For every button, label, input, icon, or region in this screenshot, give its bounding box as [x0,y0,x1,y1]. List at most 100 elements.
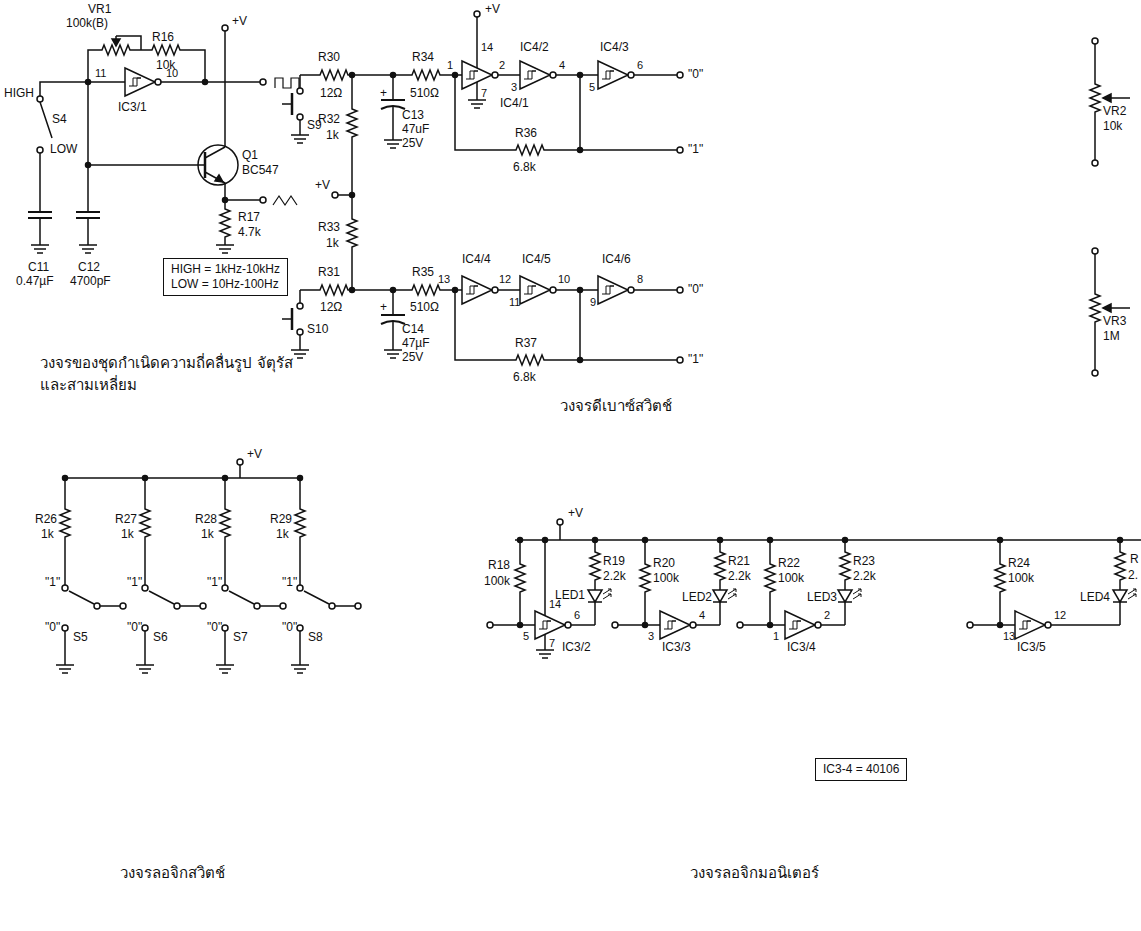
component-label: +V [232,14,247,28]
component-label: 100k [484,574,510,588]
pin-number: 10 [166,66,178,80]
component-symbol [408,285,444,295]
component-label: LED4 [1080,590,1110,604]
component-label: 1k [326,236,339,250]
component-symbol [1113,589,1136,602]
logic-monitor-circuit [487,519,1141,658]
component-symbol [347,105,357,141]
component-label: R37 [515,336,537,350]
component-symbol [1115,548,1125,584]
component-label: R35 [412,265,434,279]
component-symbol [995,560,1005,596]
component-label: 100k [1008,571,1034,585]
ic-label: IC4/1 [500,96,529,110]
wire [204,152,207,178]
junction-dot [143,476,148,481]
component-symbol [329,603,335,609]
component-label: S8 [308,630,323,644]
component-symbol [557,519,563,525]
component-symbol [1092,370,1098,376]
pin-number: 13 [438,272,450,286]
wire [65,465,300,478]
component-symbol [37,96,43,102]
wire [86,80,228,203]
component-label: 1k [41,527,54,541]
junction-dot [578,288,583,293]
pin-number: 5 [589,80,595,94]
wire [65,478,120,665]
component-label: LED2 [682,590,712,604]
component-symbol [62,625,68,631]
component-symbol [260,197,266,203]
component-symbol [838,589,861,602]
component-symbol [640,560,650,596]
component-symbol [148,45,184,55]
component-symbol [297,625,303,631]
ic-label: IC3/2 [562,640,591,654]
component-label: 10k [1103,119,1122,133]
ic-label: IC4/6 [602,252,631,266]
logic-switch-circuit [56,459,361,673]
component-label: 12Ω [320,86,342,100]
junction-dot [86,80,91,85]
junction-dot [768,623,773,628]
junction-dot [518,538,523,543]
component-symbol [381,315,405,324]
wave-generator [28,25,299,253]
component-symbol [588,589,611,602]
component-symbol [200,603,206,609]
component-label: 100k(B) [66,16,108,30]
pin-number: 11 [509,295,520,309]
component-symbol [222,585,228,591]
logic-level-label: "1" [127,575,142,589]
component-symbol [1092,38,1098,44]
component-label: R30 [318,50,340,64]
pin-number: 14 [549,597,561,611]
component-label: 100k [778,571,804,585]
pin-number: 1 [773,629,779,643]
ic-label: IC4/5 [522,252,551,266]
wire [40,31,260,245]
component-label: R36 [515,126,537,140]
component-symbol [598,61,634,89]
component-symbol [220,505,230,541]
junction-dot [223,476,228,481]
component-label: 2.2k [853,569,876,583]
component-symbol [222,625,228,631]
component-symbol [291,350,309,358]
logic-level-label: "0" [45,620,60,634]
component-label: 4700pF [70,274,111,288]
component-symbol [31,245,49,253]
component-label: R23 [853,554,875,568]
component-symbol [62,585,68,591]
pin-number: 2 [824,608,830,622]
note-text: LOW = 10Hz-100Hz [171,277,280,292]
component-symbol [125,68,161,96]
component-label: 47uF [402,122,429,136]
junction-dot [453,288,458,293]
junction-dot [350,73,355,78]
wire [618,540,720,625]
component-symbol [677,72,683,78]
component-label: R29 [270,512,292,526]
component-label: S5 [73,630,88,644]
component-symbol [785,611,821,639]
junction-dot [643,623,648,628]
junction-dot [998,538,1003,543]
pin-number: 4 [699,608,705,622]
junction-dot [453,73,458,78]
pin-number: 12 [499,272,511,286]
logic-level-label: "1" [45,575,60,589]
wire [300,478,355,665]
junction-dot [223,198,228,203]
component-symbol [76,212,100,218]
component-symbol [220,205,230,241]
component-symbol [216,665,234,673]
component-label: LED3 [807,590,837,604]
component-symbol [297,585,303,591]
component-symbol [94,603,100,609]
component-label: R24 [1008,556,1030,570]
ic-label: IC3/5 [1017,640,1046,654]
junction-dot [578,73,583,78]
component-label: 1k [276,527,289,541]
